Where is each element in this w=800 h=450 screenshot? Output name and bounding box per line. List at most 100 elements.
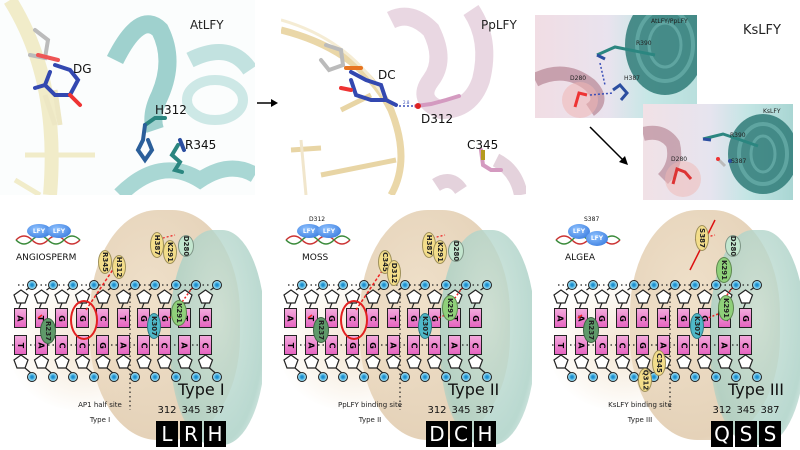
residue-contact-label: K291 [720, 259, 729, 281]
phosphate-dot [150, 280, 160, 290]
phosphate-dot [399, 372, 410, 382]
phosphate-dot [317, 372, 328, 382]
sugar-pentagon [635, 354, 651, 369]
residue-contact-label: C345 [655, 353, 663, 373]
label-residue-d312: D312 [421, 112, 454, 126]
label-residue-c345: C345 [467, 138, 499, 152]
sugar-pentagon [385, 289, 402, 304]
phosphate-dot [690, 280, 700, 290]
transition-arrow-icon [257, 99, 278, 107]
base-top: G [55, 308, 68, 328]
phosphate-dot [481, 372, 492, 382]
kslfy-structure-panel: AtLFY/PpLFY R390 H387 D280 KsLFY KsLFY R… [530, 0, 800, 200]
base-bottom: C [697, 335, 711, 355]
phosphate-dot [710, 280, 721, 290]
phosphate-dot [211, 372, 222, 382]
phosphate-dot [338, 280, 348, 290]
sugar-pentagon [344, 354, 361, 369]
residue-contact-label: S387 [698, 228, 706, 248]
sugar-pentagon [594, 354, 610, 369]
inset-top-label: AtLFY/PpLFY [651, 18, 688, 25]
residue-contact-badge: H312 [112, 255, 126, 279]
phosphate-dot [297, 280, 307, 290]
atlfy-structure-render [4, 0, 255, 195]
binding-site-type: Type I [89, 416, 111, 424]
base-bottom: G [636, 335, 649, 355]
hbond-distance-label: 2.8 [403, 100, 410, 105]
base-top: G [468, 308, 482, 328]
sugar-pentagon [467, 289, 484, 304]
residue-contact-badge: S387 [695, 225, 709, 251]
sugar-pentagon [54, 354, 70, 369]
base-bottom: C [615, 335, 629, 355]
position-number: 312 [427, 405, 447, 416]
phosphate-dot [440, 280, 451, 290]
base-bottom: A [718, 335, 731, 355]
binding-site-label: KsLFY binding site [608, 401, 672, 409]
sugar-pentagon [95, 354, 111, 369]
residue-identity-box: H [474, 421, 496, 447]
schematic-algea: LFYLFYS387ALGEAAAGGCTGGTGTACCGACCACS387K… [540, 210, 800, 450]
base-bottom: C [55, 335, 68, 355]
phosphate-dot [68, 280, 78, 290]
residue-contact-badge: K291 [442, 295, 458, 321]
residue-contact-badge: K291 [433, 240, 447, 264]
phosphate-dot [379, 280, 389, 290]
sugar-pentagon [324, 289, 340, 304]
phosphate-dot [191, 372, 201, 382]
residue-contact-badge: Q312 [638, 368, 652, 392]
base-bottom: A [386, 335, 400, 355]
sugar-pentagon [13, 289, 29, 304]
residue-contact-label: K291 [175, 302, 184, 324]
base-bottom: C [427, 335, 441, 355]
sugar-pentagon [365, 354, 381, 369]
organism-label: ALGEA [565, 253, 595, 263]
type-title: Type I [178, 380, 225, 399]
phosphate-dot [317, 280, 328, 290]
sugar-pentagon [467, 354, 484, 369]
residue-contact-badge: K307 [418, 313, 432, 339]
inset-top-residue-d280: D280 [570, 75, 587, 82]
panel-title-atlfy: AtLFY [190, 18, 224, 32]
residue-contact-label: K291 [722, 297, 731, 319]
base-top: G [615, 308, 629, 328]
phosphate-dot [399, 280, 410, 290]
base-bottom: C [325, 335, 338, 355]
phosphate-dot [608, 372, 618, 382]
phosphate-dot [751, 372, 762, 382]
base-top: A [284, 308, 297, 328]
lfy-monomer-icon: LFY [568, 224, 590, 239]
residue-contact-label: D280 [182, 235, 190, 257]
pplfy-structure-render: 2.8 [281, 5, 526, 195]
sugar-pentagon [33, 289, 50, 304]
base-top: G [198, 308, 212, 328]
position-number: 345 [736, 405, 756, 416]
sugar-pentagon [74, 354, 91, 369]
schematic-moss: LFYLFYD312MOSSATGCCTGGTGTACGGACCACC345D3… [270, 210, 532, 450]
sugar-pentagon [136, 354, 152, 369]
phosphate-dot [88, 372, 99, 382]
base-top: A [14, 308, 27, 328]
base-bottom: A [304, 335, 318, 355]
base-top: T [116, 308, 130, 328]
inset-top-residue-h387: H387 [624, 75, 640, 82]
phosphate-dot [338, 372, 348, 382]
sugar-pentagon [406, 289, 422, 304]
sugar-pentagon [156, 354, 173, 369]
position-number: 387 [475, 405, 495, 416]
binding-site-type: Type II [358, 416, 382, 424]
base-top: G [677, 308, 690, 328]
phosphate-dot [669, 372, 680, 382]
base-bottom: T [14, 335, 27, 355]
phosphate-dot [731, 372, 741, 382]
sugar-pentagon [426, 289, 443, 304]
sugar-pentagon [197, 289, 214, 304]
label-residue-h312: H312 [155, 103, 187, 117]
sugar-pentagon [614, 289, 631, 304]
sugar-pentagon [635, 289, 651, 304]
sugar-pentagon [385, 354, 402, 369]
residue-contact-badge: H387 [150, 232, 164, 258]
sugar-pentagon [426, 354, 443, 369]
sugar-pentagon [95, 289, 111, 304]
